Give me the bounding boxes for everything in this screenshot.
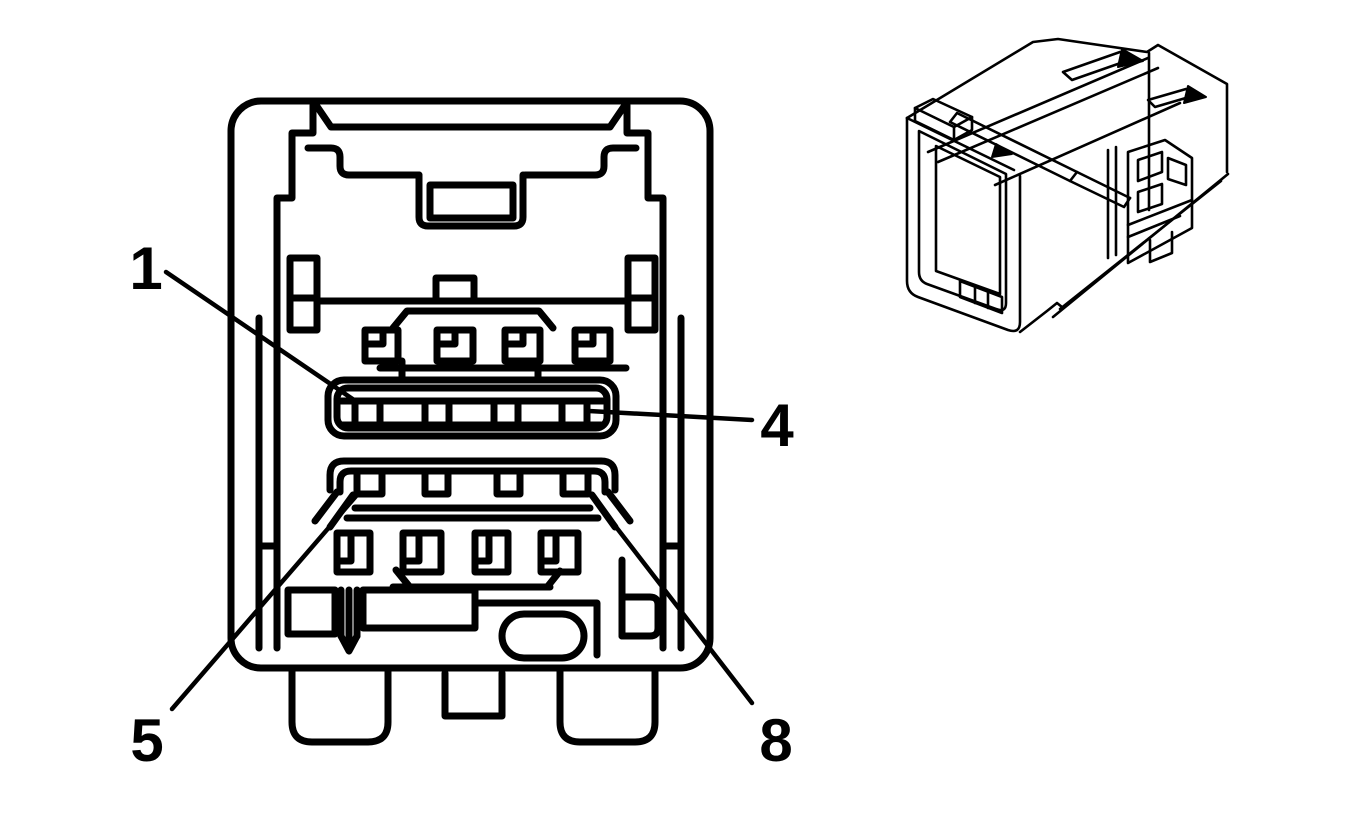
bottom-center-pocket bbox=[359, 586, 479, 632]
lower-cavity bbox=[399, 529, 445, 576]
bottom-right-bracket bbox=[618, 593, 662, 640]
pin-1 bbox=[351, 397, 384, 429]
right-rail-window-upper bbox=[624, 254, 659, 302]
iso-cavity-wall bbox=[934, 144, 1002, 296]
center-notch bbox=[415, 171, 527, 230]
iso-top-silhouette bbox=[905, 37, 1229, 174]
foot-center bbox=[441, 669, 506, 720]
foot-left bbox=[288, 666, 392, 746]
iso-rear-block bbox=[1126, 138, 1194, 265]
lower-cavity-key bbox=[336, 532, 355, 565]
right-rail-window-lower bbox=[624, 294, 659, 334]
iso-inner-rim bbox=[917, 129, 1008, 312]
iso-deck-rail bbox=[936, 66, 1160, 164]
iso-arrow-2-head bbox=[1183, 85, 1207, 104]
pin-7 bbox=[493, 467, 524, 498]
row2-flare-right-outer bbox=[604, 488, 634, 525]
connector-body-outline bbox=[227, 97, 714, 672]
top-shelf-left bbox=[304, 144, 423, 179]
lower-row-tick-right bbox=[544, 567, 564, 590]
top-recess bbox=[312, 101, 629, 131]
iso-rear-rib bbox=[1126, 198, 1194, 227]
callout-1-label: 1 bbox=[129, 235, 162, 302]
row2-outer-slot bbox=[326, 457, 619, 494]
iso-lock-plate-edge bbox=[1075, 170, 1132, 200]
left-step-wall bbox=[273, 101, 317, 652]
mounting-feet bbox=[288, 666, 659, 746]
pin-4 bbox=[558, 397, 591, 429]
pin-2 bbox=[421, 397, 453, 429]
lower-cavity-key bbox=[540, 532, 560, 565]
center-notch-key bbox=[426, 181, 517, 222]
row2-flare-left-outer bbox=[311, 488, 341, 525]
iso-rear-window bbox=[1166, 156, 1188, 187]
lower-cavity-row bbox=[333, 529, 582, 591]
foot-right bbox=[556, 666, 659, 746]
terminal-row-1-4 bbox=[324, 376, 620, 440]
bottom-capsule-slot bbox=[498, 610, 588, 662]
iso-rear-foot bbox=[1148, 230, 1174, 264]
rib-chevron bbox=[337, 632, 361, 655]
upper-cavity-key bbox=[363, 328, 387, 348]
left-rail-window-lower bbox=[286, 294, 321, 334]
iso-rear-window bbox=[1136, 150, 1164, 183]
row2-inner-slot bbox=[336, 467, 609, 496]
left-rail-window-upper bbox=[286, 254, 321, 302]
bottom-left-pocket bbox=[284, 586, 339, 638]
upper-cavity-row bbox=[361, 326, 630, 384]
connector-isometric-view bbox=[905, 37, 1230, 334]
iso-front-rim bbox=[905, 116, 1022, 333]
center-boss bbox=[432, 274, 478, 305]
lower-cavity bbox=[333, 529, 374, 576]
callout-5-label: 5 bbox=[130, 707, 163, 774]
iso-bottom-rail-inner bbox=[1058, 179, 1223, 311]
pin-8 bbox=[559, 467, 592, 498]
pin-6 bbox=[421, 467, 452, 498]
upper-cavity-key bbox=[435, 328, 459, 348]
iso-ledge-front bbox=[913, 106, 956, 142]
iso-rear-rib bbox=[1126, 214, 1182, 239]
callout-4-leader bbox=[586, 408, 755, 423]
right-step-wall bbox=[623, 101, 667, 652]
iso-deck-rail bbox=[926, 56, 1150, 154]
bottom-step bbox=[471, 599, 601, 659]
upper-cavity-key bbox=[573, 328, 597, 348]
callout-8-leader bbox=[586, 489, 755, 706]
iso-arrow-1-head bbox=[1117, 48, 1144, 68]
lower-row-tick-left bbox=[392, 566, 413, 590]
lower-cavity-key bbox=[474, 532, 493, 565]
iso-rear-window bbox=[1136, 182, 1164, 214]
iso-side-ridge bbox=[993, 101, 1182, 187]
iso-lock-arrow-head bbox=[991, 143, 1013, 158]
terminal-row-5-8 bbox=[311, 457, 634, 531]
lower-cavity bbox=[471, 529, 512, 576]
callout-4-label: 4 bbox=[760, 392, 794, 459]
top-shelf-right bbox=[521, 144, 640, 179]
lower-cavity-key bbox=[402, 532, 423, 565]
callouts: 1 4 5 8 bbox=[129, 235, 794, 774]
row1-outer-slot bbox=[324, 376, 620, 440]
keying-roof bbox=[389, 307, 557, 332]
pin-3 bbox=[490, 397, 522, 429]
callout-8-label: 8 bbox=[759, 707, 792, 774]
pin-5 bbox=[353, 467, 386, 498]
iso-bottom-edge bbox=[1018, 301, 1064, 334]
connector-face-view bbox=[227, 97, 714, 746]
iso-ledge-top bbox=[913, 97, 974, 129]
upper-cavity-key bbox=[503, 328, 527, 348]
callout-5-leader bbox=[169, 492, 360, 712]
bottom-features bbox=[284, 556, 662, 662]
callout-1-leader bbox=[163, 269, 360, 405]
